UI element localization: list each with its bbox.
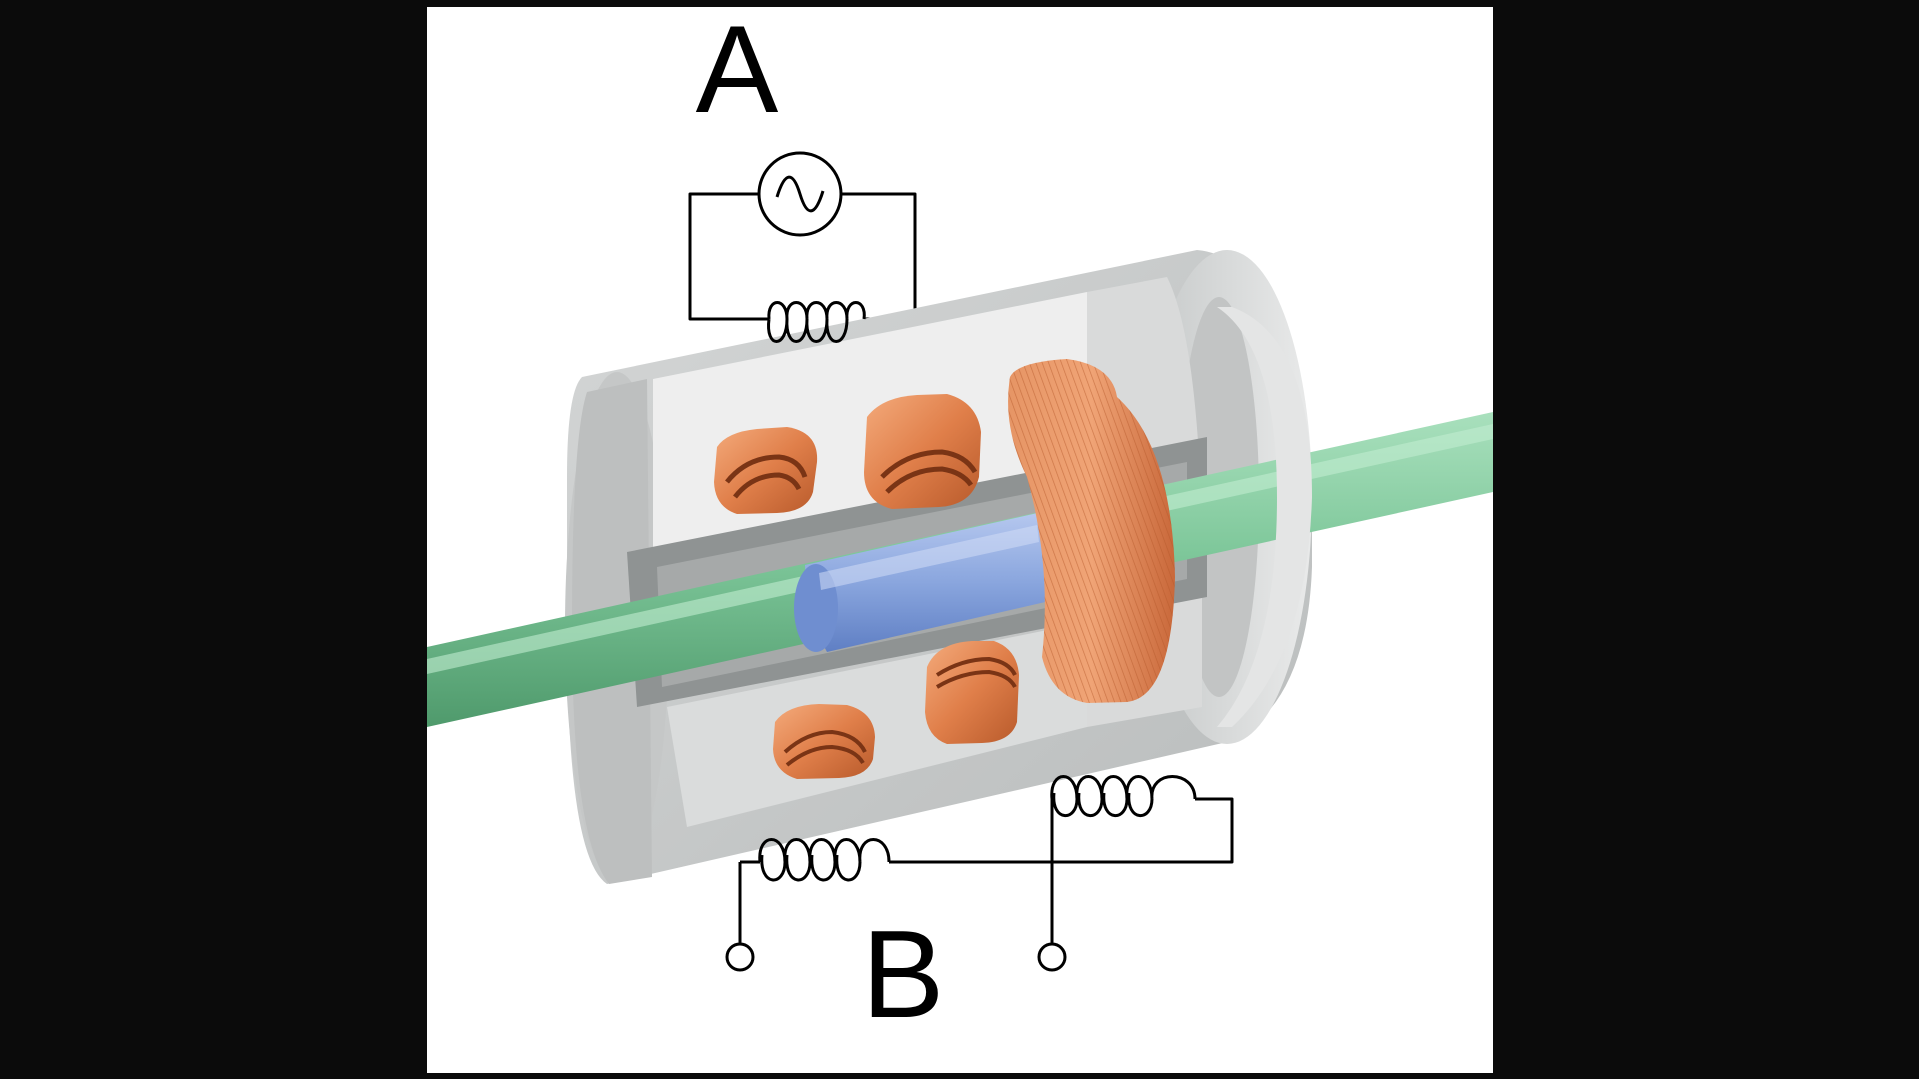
primary-label: A (696, 7, 779, 139)
lower-secondary-coil-right (925, 641, 1019, 744)
secondary-inductor-coil-right-icon (1050, 775, 1197, 817)
housing-front-rim (1217, 307, 1312, 727)
lower-secondary-coil-left (773, 704, 875, 779)
primary-inductor-coil-icon (767, 301, 866, 343)
terminal-left-icon (725, 942, 755, 972)
upper-secondary-coil-left (714, 427, 818, 514)
ac-source-icon (757, 151, 843, 237)
secondary-inductor-coil-left-icon (758, 838, 891, 882)
terminal-right-icon (1037, 942, 1067, 972)
diagram-panel: A (427, 7, 1493, 1073)
lvdt-diagram: A (427, 7, 1493, 1044)
core (794, 512, 1067, 652)
secondary-label: B (862, 906, 945, 1044)
secondary-circuit-wire (738, 797, 1234, 948)
primary-coil-ring (1008, 359, 1175, 703)
upper-secondary-coil-right (864, 394, 981, 509)
